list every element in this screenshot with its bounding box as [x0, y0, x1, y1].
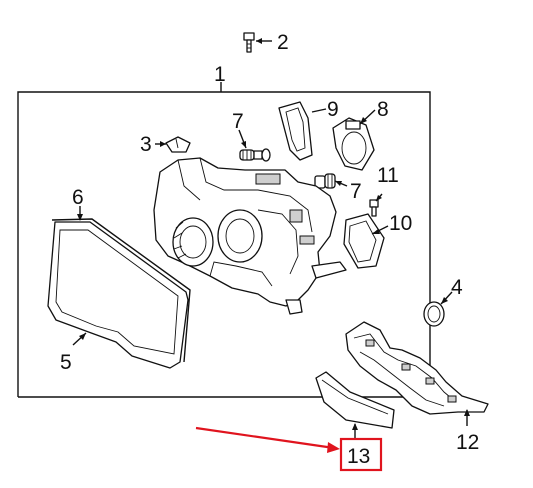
callout-6: 6	[72, 186, 84, 209]
highlight-arrow-line	[195, 426, 335, 450]
callout-7b: 7	[350, 180, 362, 203]
grommet-part-4[interactable]	[423, 301, 445, 327]
callout-13: 13	[347, 445, 370, 468]
arrow-7a	[241, 141, 246, 148]
arrow-11	[376, 195, 382, 201]
bezel-part-9[interactable]	[278, 101, 313, 161]
callout-11: 11	[377, 164, 399, 187]
callout-8: 8	[377, 98, 389, 121]
callout-2: 2	[277, 31, 289, 54]
arrow-2	[256, 38, 262, 44]
callout-4: 4	[451, 276, 463, 299]
screw-part-11[interactable]	[369, 199, 379, 217]
leader-9	[311, 108, 327, 113]
arrow-10	[372, 229, 380, 234]
callout-5: 5	[60, 351, 72, 374]
callout-3: 3	[140, 133, 152, 156]
callout-10: 10	[389, 212, 412, 235]
callout-7a: 7	[232, 110, 244, 133]
arrow-13	[352, 423, 358, 430]
callout-9: 9	[327, 98, 339, 121]
seal-part-6[interactable]	[51, 218, 191, 363]
bulb-part-7-right[interactable]	[314, 173, 336, 189]
arrow-8	[360, 117, 367, 124]
arrow-12	[464, 409, 470, 416]
screw-part-2[interactable]	[243, 32, 255, 53]
bracket-part-12[interactable]	[345, 321, 489, 415]
arrow-6	[77, 214, 83, 221]
headlamp-housing[interactable]	[153, 157, 347, 315]
arrow-5	[79, 333, 86, 340]
clip-part-3[interactable]	[165, 136, 191, 153]
callout-12: 12	[456, 431, 479, 454]
arrow-7b	[335, 181, 342, 186]
holder-part-8[interactable]	[332, 117, 375, 171]
lens-part-5[interactable]	[47, 221, 189, 369]
cover-strip-part-13[interactable]	[315, 371, 395, 429]
highlight-box	[339, 437, 383, 472]
assembly-frame	[17, 91, 431, 397]
arrow-4	[441, 297, 448, 304]
module-part-10[interactable]	[343, 213, 385, 269]
bulb-part-7-left[interactable]	[239, 148, 271, 162]
arrow-3	[160, 141, 166, 147]
callout-1: 1	[214, 63, 226, 86]
highlight-arrow-head	[327, 442, 340, 453]
